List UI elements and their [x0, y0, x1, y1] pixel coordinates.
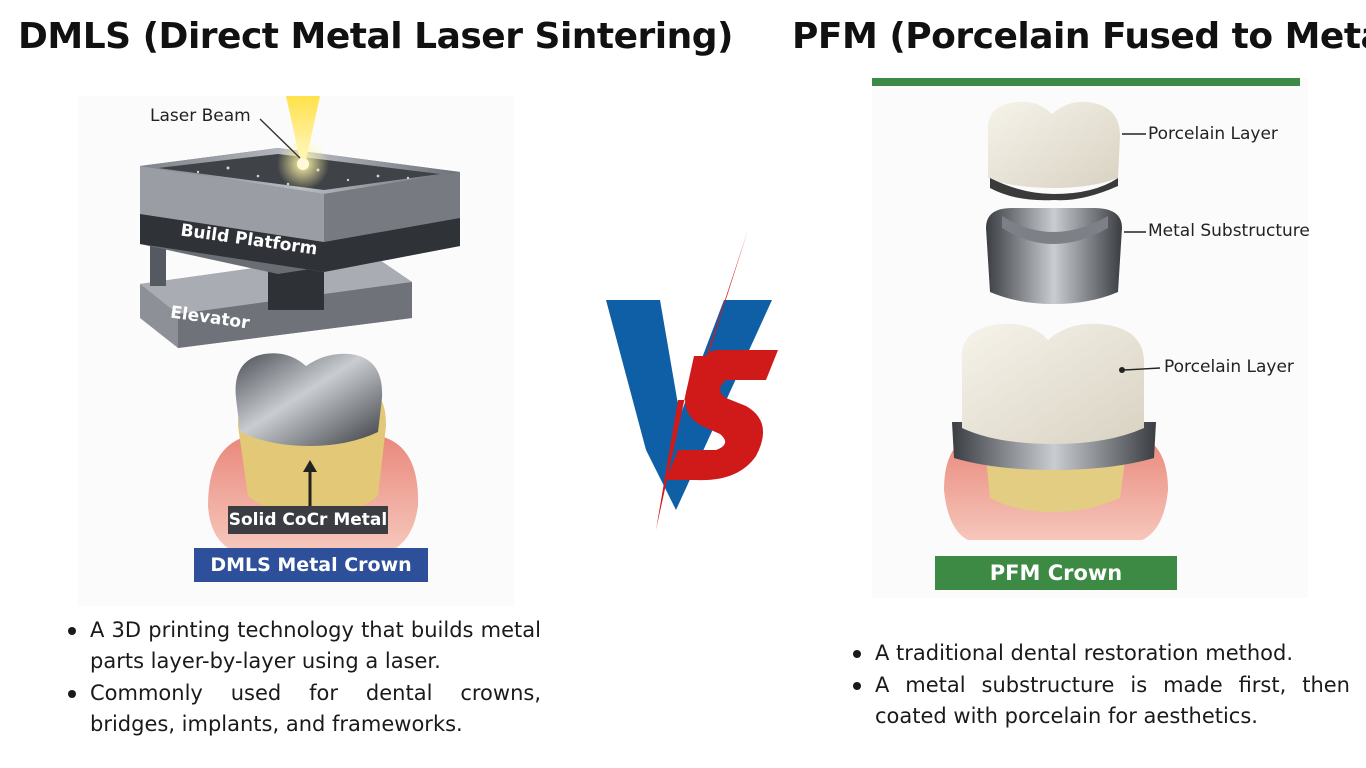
dmls-bullet-1: A 3D printing technology that builds met…: [66, 615, 541, 677]
versus-graphic: [606, 230, 778, 530]
laser-beam-label: Laser Beam: [150, 106, 251, 126]
pfm-title: PFM (Porcelain Fused to Metal): [792, 16, 1366, 57]
porcelain-layer-top-label: Porcelain Layer: [1148, 124, 1278, 144]
dmls-bullet-2: Commonly used for dental crowns, bridges…: [66, 678, 541, 740]
pfm-illustration: Porcelain Layer Metal Substructure Porce…: [872, 78, 1310, 598]
pfm-bullet-2: A metal substructure is made first, then…: [851, 670, 1350, 732]
pfm-header-strip: [872, 78, 1300, 86]
pfm-layers-graphic: [944, 101, 1168, 540]
dmls-bullet-list: A 3D printing technology that builds met…: [66, 615, 541, 741]
dmls-machine-and-crown-graphic: [140, 96, 460, 548]
dmls-title: DMLS (Direct Metal Laser Sintering): [18, 16, 733, 57]
solid-metal-label: Solid CoCr Metal: [228, 506, 388, 534]
pfm-bullet-list: A traditional dental restoration method.…: [851, 638, 1350, 733]
pfm-bullet-1: A traditional dental restoration method.: [851, 638, 1350, 669]
pfm-crown-badge: PFM Crown: [935, 556, 1177, 590]
metal-substructure-label: Metal Substructure: [1148, 221, 1310, 241]
dmls-crown-badge: DMLS Metal Crown: [194, 548, 428, 582]
dmls-illustration: Laser Beam Build Platform Elevator Solid…: [78, 96, 514, 606]
porcelain-layer-bottom-label: Porcelain Layer: [1164, 357, 1294, 377]
